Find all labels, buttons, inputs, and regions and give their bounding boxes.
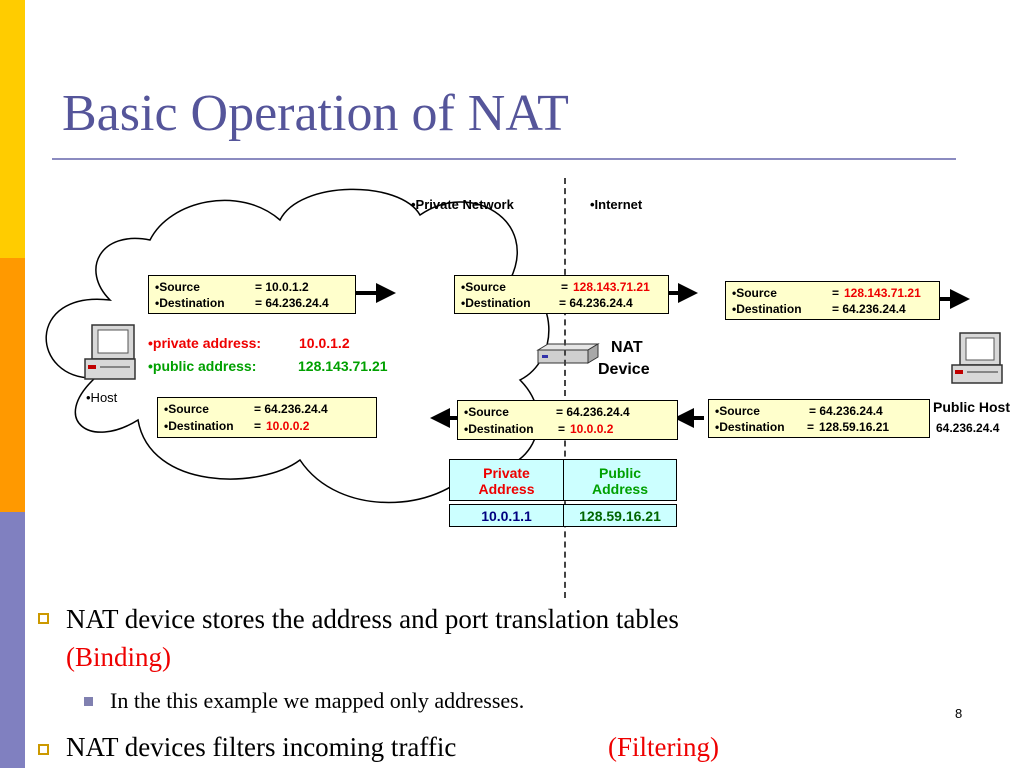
arrow-left-2 [674,408,704,428]
table-cell-private: 10.0.1.1 [449,504,564,527]
table-cell-public: 128.59.16.21 [563,504,677,527]
title-underline [52,158,956,160]
packet-source-label: •Source [464,405,509,419]
page-title: Basic Operation of NAT [62,85,569,142]
internet-label: •Internet [590,197,643,212]
packet-destination-label: •Destination [732,302,802,316]
sidebar-accent-bottom [0,512,25,768]
private-address-value: 10.0.1.2 [299,335,350,351]
packet-destination-value: 10.0.0.2 [570,422,614,436]
packet-source-label: •Source [715,404,760,418]
private-address-label: •private address: [148,335,262,351]
private-network-label: •Private Network [411,197,514,212]
bullet-1-text: NAT device stores the address and port t… [66,604,679,634]
sub-bullet-square-icon [84,697,93,706]
packet-source-value: = 10.0.1.2 [255,280,309,294]
packet-source-label: •Source [164,402,209,416]
bullet-2-text: In the this example we mapped only addre… [110,688,525,713]
packet-source-eq: = [832,286,840,300]
packet-destination-value: 128.59.16.21 [819,420,890,434]
public-address-label: •public address: [148,358,257,374]
nat-device-label-line1: NAT [611,339,643,356]
packet-destination-value: = 64.236.24.4 [255,296,329,310]
packet-inbound-translated: •Source = 64.236.24.4 •Destination = 10.… [457,400,678,440]
host-computer-icon [84,324,136,380]
page-number: 8 [955,706,963,721]
packet-outbound-public: •Source = 128.143.71.21 •Destination = 6… [725,281,940,320]
packet-destination-value: 10.0.0.2 [266,419,310,433]
packet-source-value: = 64.236.24.4 [254,402,328,416]
public-host-address: 64.236.24.4 [936,421,1000,435]
packet-source-value: = 64.236.24.4 [809,404,883,418]
bullet-3-text: NAT devices filters incoming traffic [66,732,457,762]
sidebar-accent-top [0,0,25,258]
table-header-public: Public Address [563,459,677,501]
nat-device-label-line2: Device [598,361,650,378]
packet-destination-eq: = [254,419,262,433]
packet-outbound-private: •Source = 10.0.1.2 •Destination = 64.236… [148,275,356,314]
packet-source-label: •Source [732,286,777,300]
bullet-3-highlight: (Filtering) [608,732,719,762]
packet-source-eq: = [561,280,569,294]
packet-destination-label: •Destination [715,420,785,434]
arrow-right-2 [668,283,698,303]
packet-inbound-public: •Source = 64.236.24.4 •Destination = 128… [708,399,930,438]
table-header-private-line1: Private [483,465,530,481]
table-header-private-line2: Address [478,481,535,497]
bullet-1-highlight: (Binding) [66,642,171,672]
packet-destination-eq: = [807,420,815,434]
public-address-value: 128.143.71.21 [298,358,388,374]
packet-destination-label: •Destination [464,422,534,436]
sidebar-accent-middle [0,258,25,512]
table-header-public-line1: Public [598,465,641,481]
bullet-square-icon [38,613,49,624]
packet-destination-label: •Destination [155,296,225,310]
packet-destination-value: = 64.236.24.4 [832,302,906,316]
public-host-label: Public Host [933,399,1011,415]
table-header-public-line2: Address [591,481,649,497]
packet-source-label: •Source [155,280,200,294]
network-boundary-line [564,178,566,598]
nat-device-icon [536,343,600,364]
packet-source-value: = 64.236.24.4 [556,405,630,419]
packet-source-value: 128.143.71.21 [573,280,650,294]
packet-destination-label: •Destination [164,419,234,433]
host-label: •Host [86,390,118,405]
packet-destination-value: = 64.236.24.4 [559,296,633,310]
packet-outbound-translated: •Source = 128.143.71.21 •Destination = 6… [454,275,669,314]
arrow-right-3 [940,289,970,309]
packet-source-value: 128.143.71.21 [844,286,921,300]
packet-source-label: •Source [461,280,506,294]
packet-inbound-private: •Source = 64.236.24.4 •Destination = 10.… [157,397,377,438]
packet-destination-eq: = [558,422,566,436]
bullet-square-icon [38,744,49,755]
packet-destination-label: •Destination [461,296,531,310]
table-header-private: Private Address [449,459,564,501]
nat-translation-table: Private Address Public Address 10.0.1.1 … [449,459,677,527]
public-host-computer-icon [951,332,1003,384]
